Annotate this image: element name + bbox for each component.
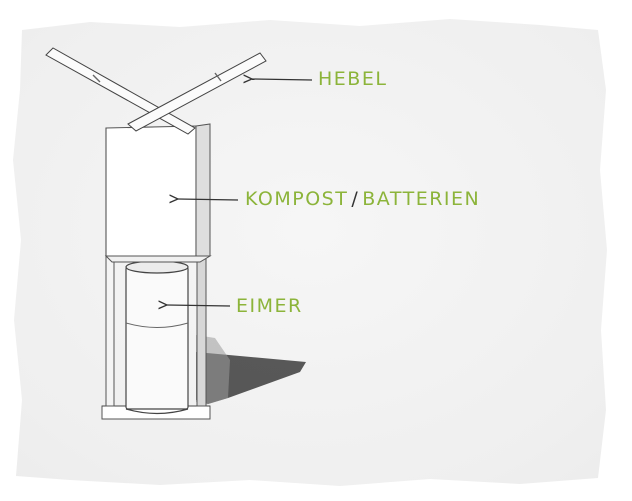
label-hebel: HEBEL <box>318 70 387 89</box>
label-eimer: EIMER <box>236 297 303 316</box>
bucket <box>125 260 189 415</box>
label-hebel-text: HEBEL <box>318 68 388 90</box>
label-eimer-text: EIMER <box>236 295 303 317</box>
label-kompost-text: KOMPOST <box>245 188 349 210</box>
arrow-eimer <box>167 305 231 306</box>
lever-right <box>127 52 267 132</box>
label-batterien-text: BATTERIEN <box>362 188 481 210</box>
label-separator: / <box>351 188 360 210</box>
arrow-hebel <box>252 79 313 80</box>
label-kompost-batterien: KOMPOST/BATTERIEN <box>245 190 480 209</box>
arrow-kompost <box>178 199 239 200</box>
upper-container <box>104 123 212 263</box>
